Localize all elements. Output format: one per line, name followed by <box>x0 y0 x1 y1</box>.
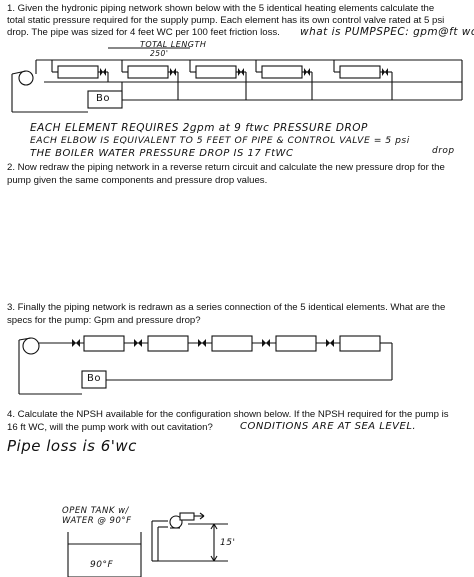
diagram1-boiler-label: Bo <box>96 93 110 104</box>
diagram3-boiler-label: Bo <box>87 373 101 384</box>
diagram4-npsh-tank <box>67 512 228 577</box>
diagram1-element-1 <box>57 65 99 79</box>
q4-tank-label-line2: WATER @ 90°F <box>62 516 132 526</box>
q1-handwritten-total-length: TOTAL LENGTH <box>140 40 207 49</box>
q4-handwritten-conditions: CONDITIONS ARE AT SEA LEVEL. <box>240 421 417 432</box>
diagram1-element-4 <box>261 65 303 79</box>
q4-text-line2: 16 ft WC, will the pump work with out ca… <box>7 422 213 433</box>
q4-tank-temperature: 90°F <box>90 560 114 570</box>
diagram3-element-1 <box>83 335 125 352</box>
q2-text-line2: pump given the same components and press… <box>7 175 268 186</box>
q1-text-line1: 1. Given the hydronic piping network sho… <box>7 3 435 14</box>
diagram3-pump-icon <box>18 337 40 355</box>
q1-note-element-requirement: EACH ELEMENT REQUIRES 2gpm at 9 ftwc PRE… <box>30 122 368 134</box>
diagram1-element-2 <box>127 65 169 79</box>
diagram3-series-network <box>18 335 393 395</box>
q1-note-elbow-equivalent: EACH ELBOW IS EQUIVALENT TO 5 FEET OF PI… <box>30 135 410 146</box>
q1-text-line3: drop. The pipe was sized for 4 feet WC p… <box>7 27 280 38</box>
diagram1-valves <box>100 68 388 76</box>
diagram1-parallel-network <box>11 47 463 113</box>
q4-tank-label-line1: OPEN TANK w/ <box>62 506 129 516</box>
diagram3-element-3 <box>211 335 253 352</box>
q3-text-line2: specs for the pump: Gpm and pressure dro… <box>7 315 201 326</box>
diagram3-valves <box>72 339 334 347</box>
diagram3-element-2 <box>147 335 189 352</box>
diagram4-pump-icon <box>169 512 195 529</box>
q1-note-boiler-drop: THE BOILER WATER PRESSURE DROP IS 17 FtW… <box>30 148 294 159</box>
q4-handwritten-pipe-loss: Pipe loss is 6'wc <box>7 437 137 455</box>
diagram1-pump-icon <box>11 70 34 88</box>
q3-text-line1: 3. Finally the piping network is redrawn… <box>7 302 446 313</box>
q4-text-line1: 4. Calculate the NPSH available for the … <box>7 409 449 420</box>
q1-note-drop: drop <box>432 146 455 156</box>
q1-handwritten-pump-spec: what is PUMPSPEC: gpm@ft wc ? <box>300 26 474 38</box>
q4-height-label: 15' <box>220 538 236 548</box>
diagram1-element-3 <box>195 65 237 79</box>
diagram3-element-4 <box>275 335 317 352</box>
diagram1-element-5 <box>339 65 381 79</box>
diagram3-element-5 <box>339 335 381 352</box>
q2-text-line1: 2. Now redraw the piping network in a re… <box>7 162 445 173</box>
q1-text-line2: total static pressure required for the s… <box>7 15 445 26</box>
q1-handwritten-250: 250' <box>150 49 169 58</box>
